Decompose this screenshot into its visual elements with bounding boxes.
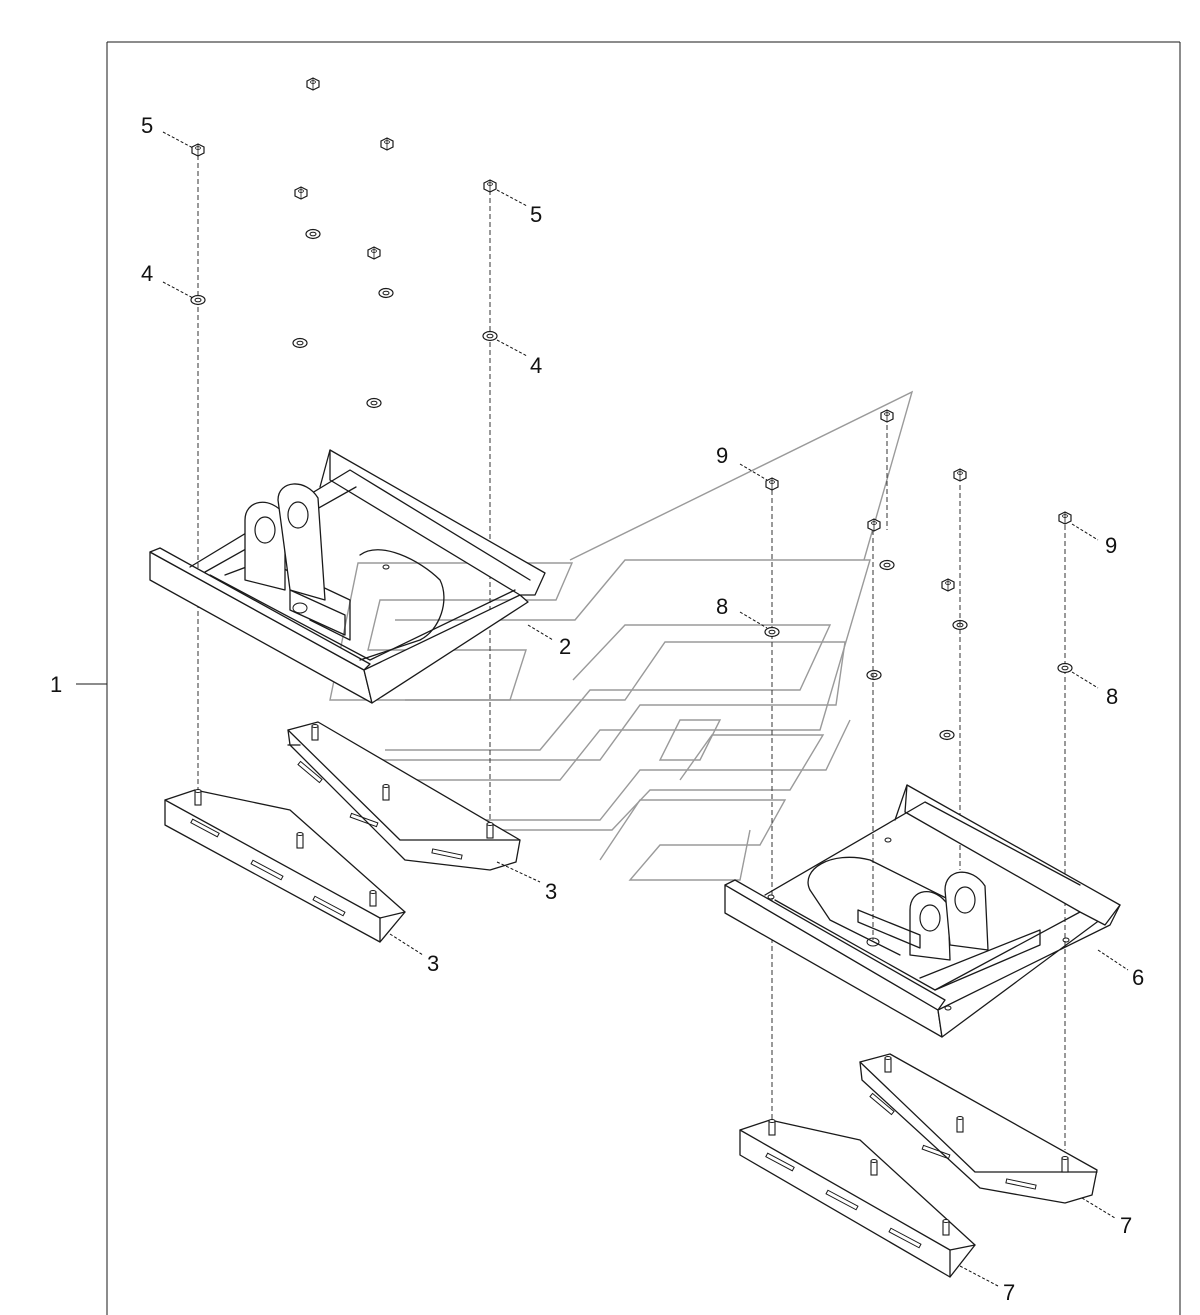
callout-7-upper: 7 — [1120, 1213, 1132, 1238]
right-pad-back — [859, 1053, 1098, 1204]
callout-5-left: 5 — [141, 113, 153, 138]
right-base-plate — [724, 784, 1121, 1038]
left-pad-front — [164, 788, 406, 943]
assembly-axes-left — [197, 155, 491, 820]
left-pad-back — [287, 721, 521, 871]
loose-hardware-right — [866, 409, 968, 741]
washer-left-2 — [482, 330, 498, 342]
callout-3-lower: 3 — [427, 951, 439, 976]
callout-7-lower: 7 — [1003, 1280, 1015, 1305]
callout-6: 6 — [1132, 965, 1144, 990]
callout-4-left: 4 — [141, 261, 153, 286]
callout-3-upper: 3 — [545, 879, 557, 904]
callout-4-right: 4 — [530, 353, 542, 378]
left-base-plate — [149, 449, 546, 704]
washer-left-1 — [190, 294, 206, 306]
callout-9-right: 9 — [1105, 533, 1117, 558]
callout-1: 1 — [50, 672, 62, 697]
callout-labels: 1 2 3 3 4 4 5 5 6 7 7 8 8 9 9 — [50, 113, 1144, 1305]
callout-2: 2 — [559, 634, 571, 659]
nut-right-2 — [1058, 511, 1072, 525]
assembly-axes-right — [771, 425, 1066, 1150]
loose-hardware-left — [292, 77, 394, 409]
nut-left-1 — [191, 143, 205, 157]
callout-5-right: 5 — [530, 202, 542, 227]
nut-left-2 — [483, 179, 497, 193]
watermark-logo — [329, 390, 914, 881]
washer-right-1 — [764, 626, 780, 638]
callout-9-left: 9 — [716, 443, 728, 468]
leader-lines — [76, 131, 1129, 1287]
callout-8-left: 8 — [716, 594, 728, 619]
washer-right-2 — [1057, 662, 1073, 674]
right-pad-front — [739, 1118, 976, 1278]
diagram-frame — [106, 41, 1181, 1315]
nut-right-1 — [765, 477, 779, 491]
callout-8-right: 8 — [1106, 684, 1118, 709]
